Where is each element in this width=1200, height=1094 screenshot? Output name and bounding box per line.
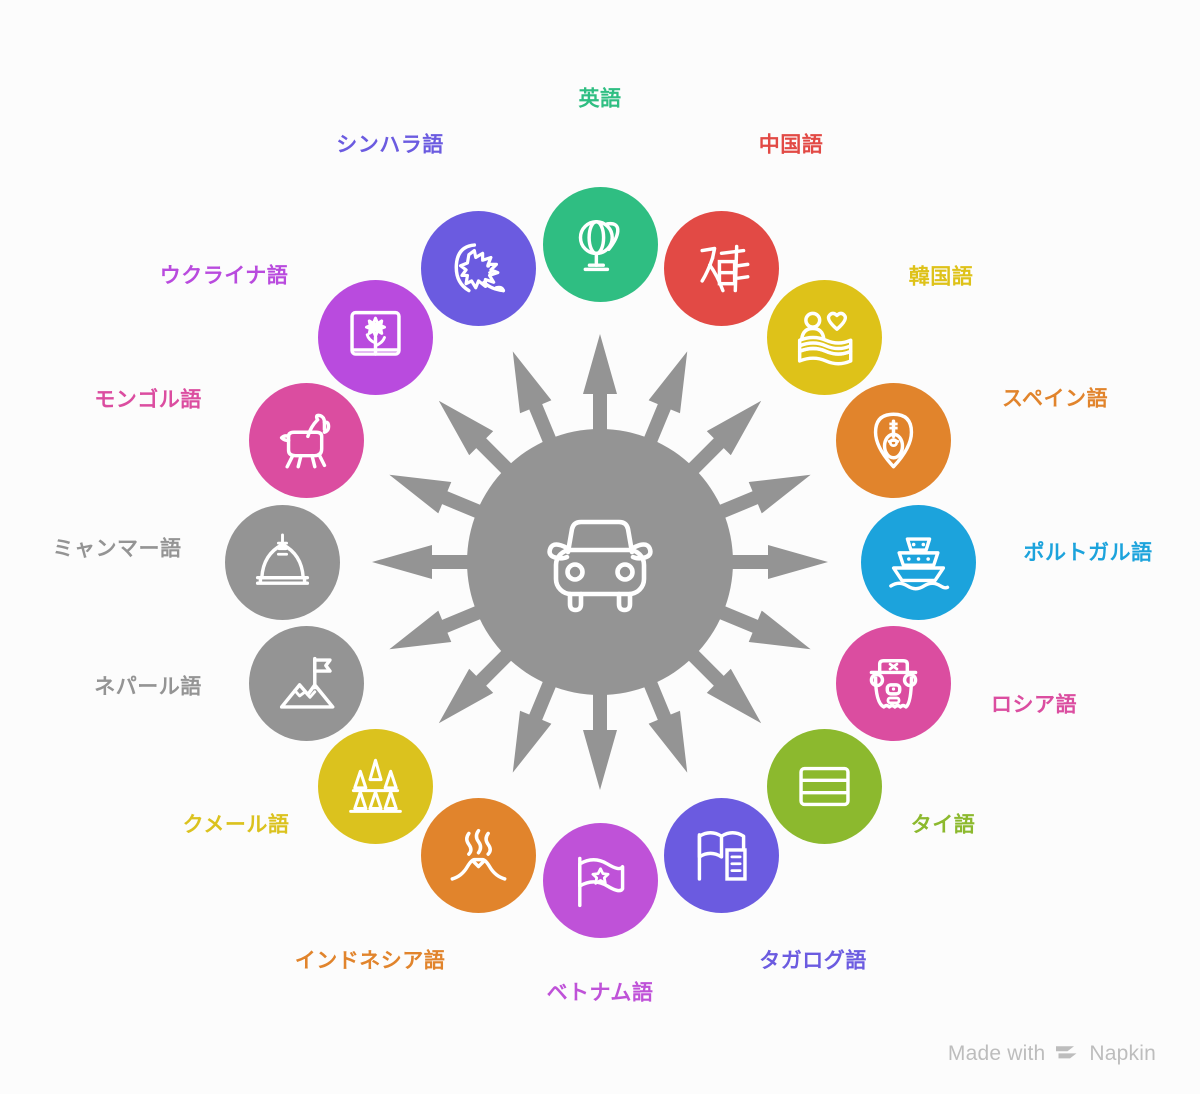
car-front-icon	[547, 519, 653, 613]
language-node-8[interactable]	[542, 822, 658, 938]
language-node-2[interactable]	[767, 279, 883, 395]
language-label-7: タガログ語	[759, 949, 867, 973]
bear-hat-icon	[869, 659, 918, 709]
language-label-9: インドネシア語	[294, 949, 446, 973]
ship-icon	[888, 536, 949, 590]
language-node-0[interactable]	[542, 186, 658, 302]
language-node-14[interactable]	[317, 279, 433, 395]
language-label-10: クメール語	[182, 813, 290, 837]
globe-icon	[578, 219, 619, 271]
napkin-watermark: Made with Napkin	[948, 1042, 1156, 1066]
language-node-9[interactable]	[420, 798, 536, 914]
napkin-logo-icon	[1056, 1046, 1077, 1059]
flower-frame-icon	[349, 310, 401, 356]
flag-person-heart-icon	[798, 311, 853, 366]
watermark-brand: Napkin	[1089, 1042, 1156, 1065]
pagoda-icon	[255, 532, 309, 585]
language-node-10[interactable]	[317, 729, 433, 845]
language-label-8: ベトナム語	[546, 981, 654, 1005]
hub-core-circle	[467, 429, 733, 695]
language-label-1: 中国語	[758, 133, 824, 157]
mountain-flag-icon	[279, 657, 335, 709]
horse-icon	[279, 413, 331, 469]
language-node-15[interactable]	[420, 210, 536, 326]
flag-stripes-icon	[799, 767, 851, 807]
language-label-0: 英語	[578, 87, 622, 111]
language-label-6: タイ語	[910, 813, 976, 837]
language-node-5[interactable]	[836, 626, 952, 742]
language-label-13: モンゴル語	[94, 388, 202, 412]
language-label-2: 韓国語	[908, 265, 974, 289]
language-node-1[interactable]	[664, 210, 780, 326]
language-label-3: スペイン語	[1001, 387, 1109, 411]
language-node-7[interactable]	[664, 798, 780, 914]
language-node-13[interactable]	[248, 382, 364, 498]
volcano-icon	[450, 829, 507, 881]
language-label-11: ネパール語	[94, 675, 202, 699]
language-label-14: ウクライナ語	[159, 264, 289, 288]
language-node-3[interactable]	[836, 382, 952, 498]
guitar-pin-icon	[874, 412, 914, 469]
language-node-6[interactable]	[767, 729, 883, 845]
language-node-12[interactable]	[224, 504, 340, 620]
language-node-4[interactable]	[860, 504, 976, 620]
chinese-character-icon	[700, 244, 750, 293]
language-label-15: シンハラ語	[336, 133, 444, 157]
temple-icon	[348, 759, 402, 814]
language-label-4: ポルトガル語	[1023, 541, 1153, 565]
language-label-12: ミャンマー語	[52, 537, 182, 561]
flag-building-icon	[697, 831, 747, 881]
watermark-prefix: Made with	[947, 1042, 1046, 1065]
lion-icon	[454, 243, 505, 293]
flag-star-icon	[577, 856, 624, 907]
language-label-5: ロシア語	[991, 693, 1077, 717]
language-node-11[interactable]	[248, 626, 364, 742]
